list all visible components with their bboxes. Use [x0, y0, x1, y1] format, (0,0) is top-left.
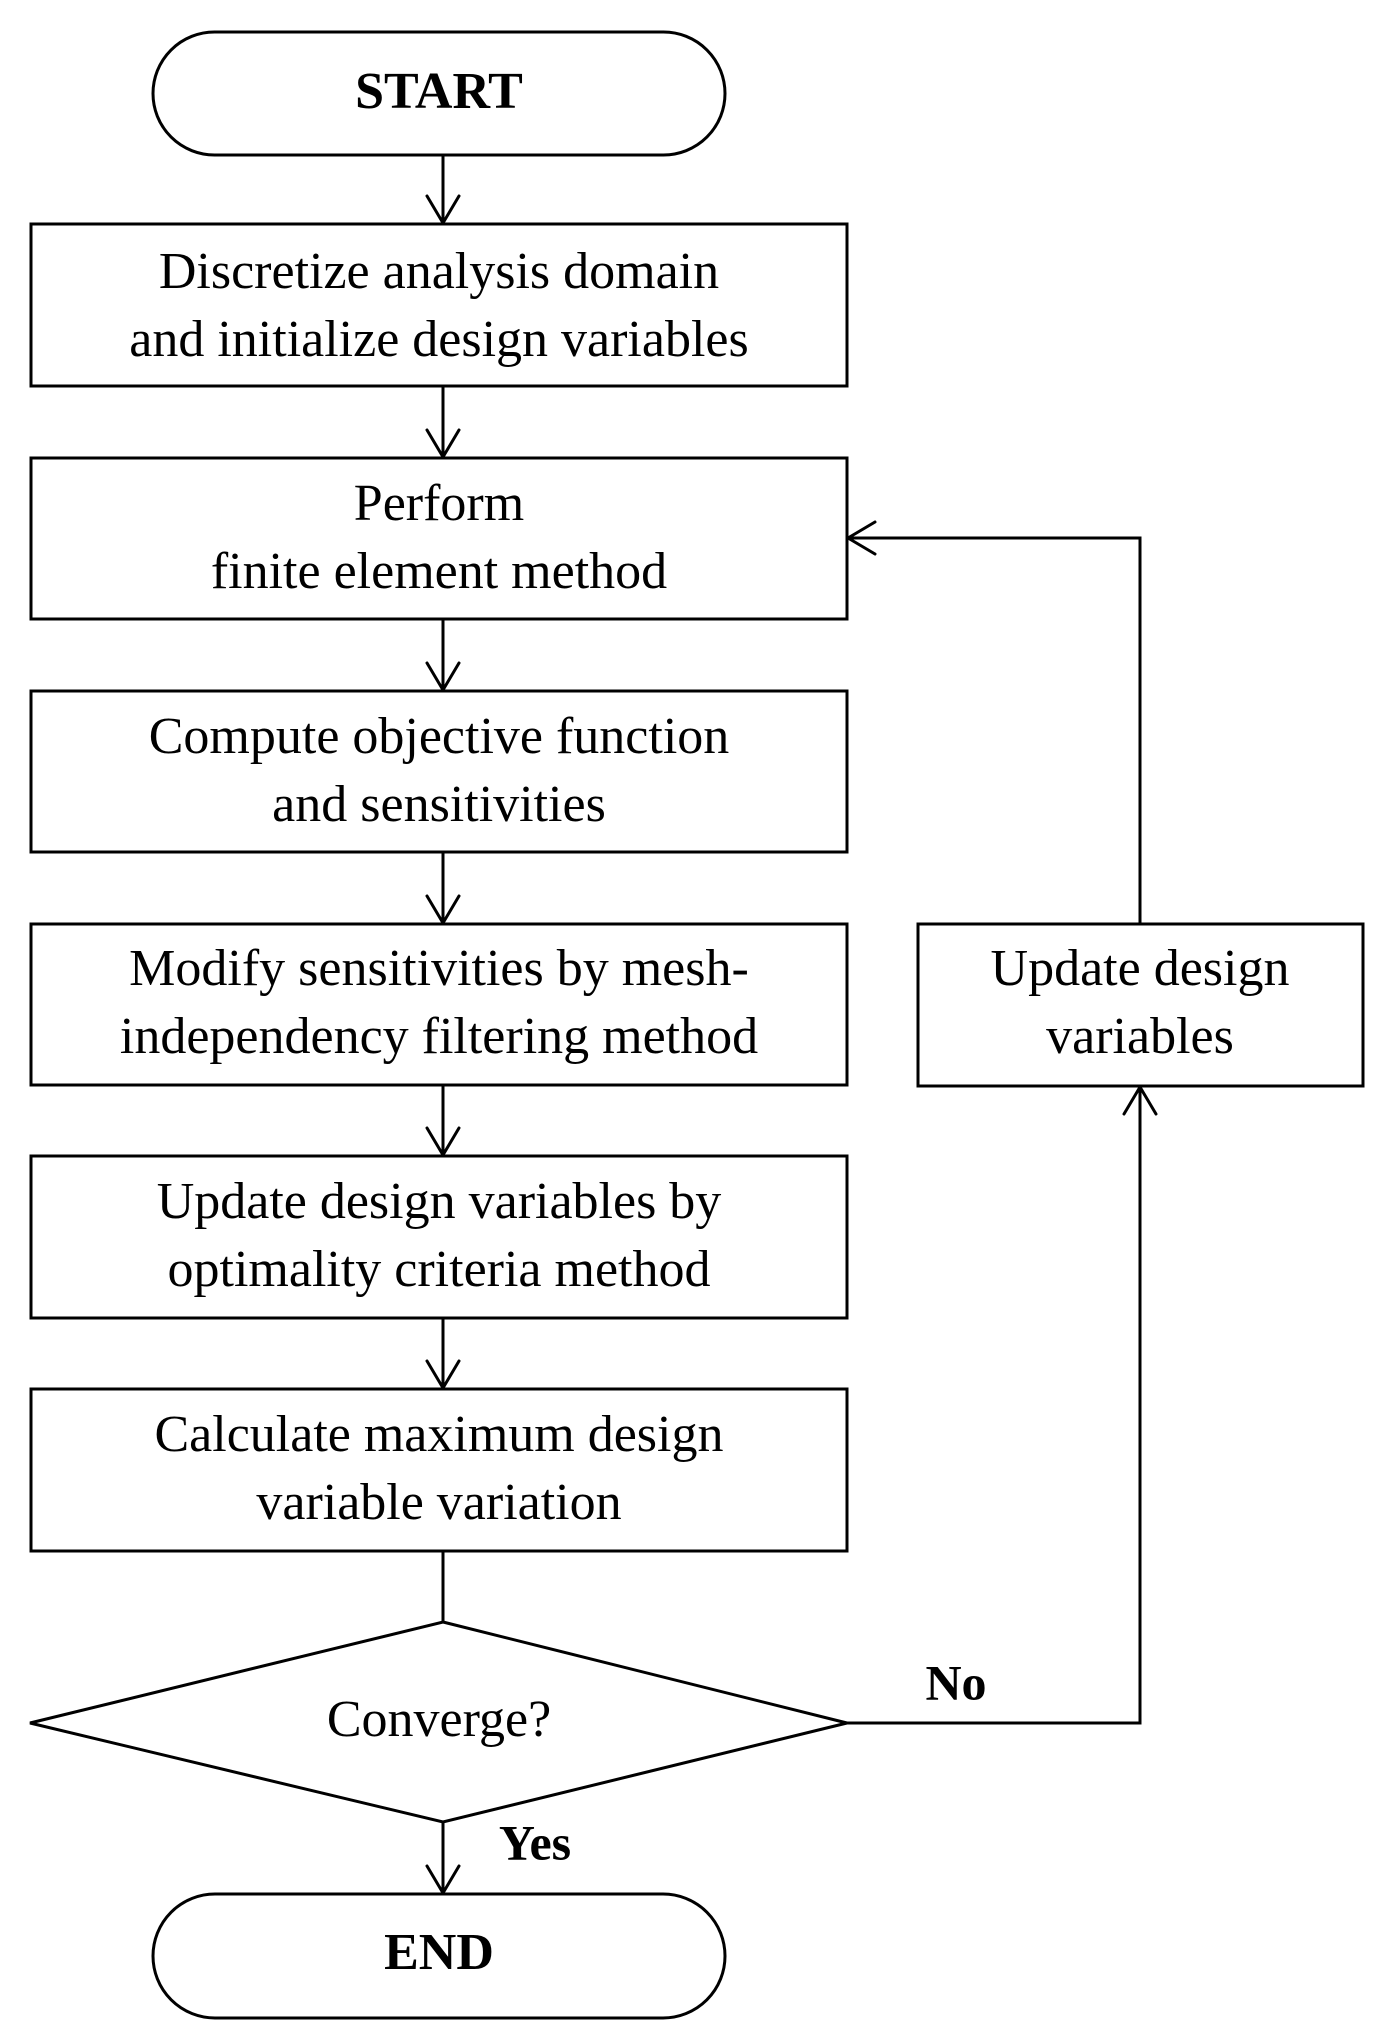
- loop-process-step: Update design variables: [916, 922, 1365, 1088]
- end-label: END: [384, 1924, 494, 1981]
- loop-step-line-1: Update design: [991, 940, 1290, 997]
- step-2-line-1: Perform: [354, 475, 524, 532]
- step-6-line-2: variable variation: [256, 1474, 621, 1531]
- step-2-line-2: finite element method: [211, 543, 667, 600]
- process-step-3: Compute objective function and sensitivi…: [29, 689, 849, 854]
- branch-yes-label: Yes: [499, 1814, 571, 1870]
- decision-diamond: Converge?: [29, 1620, 848, 1824]
- step-1-line-2: and initialize design variables: [129, 311, 748, 368]
- process-step-1: Discretize analysis domain and initializ…: [29, 222, 849, 388]
- start-terminator: START: [151, 30, 727, 157]
- end-terminator: END: [151, 1892, 727, 2020]
- step-5-line-1: Update design variables by: [157, 1173, 722, 1230]
- step-6-line-1: Calculate maximum design: [155, 1406, 724, 1463]
- step-1-line-1: Discretize analysis domain: [159, 243, 719, 300]
- process-step-2: Perform finite element method: [29, 456, 849, 621]
- loop-step-line-2: variables: [1046, 1008, 1234, 1065]
- step-3-line-1: Compute objective function: [149, 708, 730, 765]
- step-4-line-2: independency filtering method: [120, 1008, 758, 1065]
- branch-no-label: No: [925, 1654, 986, 1710]
- step-3-line-2: and sensitivities: [272, 776, 606, 833]
- process-step-4: Modify sensitivities by mesh- independen…: [29, 922, 849, 1087]
- step-4-line-1: Modify sensitivities by mesh-: [129, 940, 749, 997]
- connectors: [425, 155, 1158, 1895]
- step-5-line-2: optimality criteria method: [168, 1241, 711, 1298]
- start-label: START: [355, 63, 523, 120]
- connector-decision-loop-step: [847, 1087, 1142, 1725]
- decision-label: Converge?: [327, 1691, 551, 1748]
- process-step-5: Update design variables by optimality cr…: [29, 1154, 849, 1320]
- process-step-6: Calculate maximum design variable variat…: [29, 1387, 849, 1553]
- connector-loop-step-step2: [848, 536, 1142, 924]
